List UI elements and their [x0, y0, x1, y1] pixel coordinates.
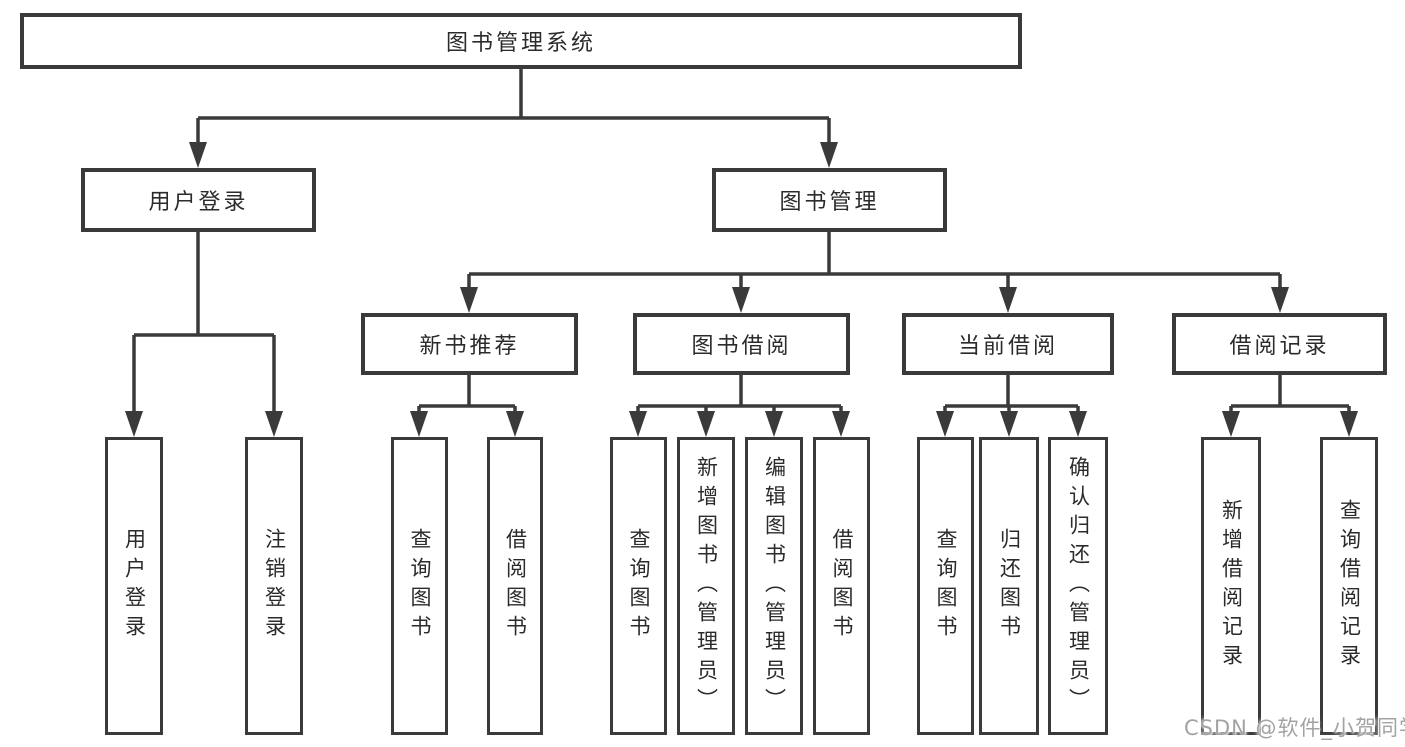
arrow-down-icon: [765, 411, 783, 437]
leaf-add-book-admin-label: 新增图书（管理员）: [694, 455, 719, 717]
connector-book-branch: [467, 232, 1282, 290]
leaf-edit-book-admin: 编辑图书（管理员）: [745, 437, 803, 735]
leaf-confirm-return-admin-label: 确认归还（管理员）: [1066, 455, 1091, 717]
leaf-borrow-book: 借阅图书: [813, 437, 870, 735]
arrow-down-icon: [410, 411, 428, 437]
leaf-query-books-rec: 查询图书: [391, 437, 448, 735]
arrow-down-icon: [506, 411, 524, 437]
leaf-edit-book-admin-label: 编辑图书（管理员）: [762, 455, 787, 717]
leaf-add-borrow-record: 新增借阅记录: [1201, 437, 1261, 735]
leaf-add-book-admin: 新增图书（管理员）: [677, 437, 735, 735]
leaf-user-login-label: 用户登录: [122, 528, 147, 644]
arrow-down-icon: [732, 287, 750, 313]
arrow-down-icon: [1000, 411, 1018, 437]
node-book-mgmt-branch: 图书管理: [712, 168, 947, 232]
leaf-query-books-borrow: 查询图书: [610, 437, 667, 735]
csdn-watermark: CSDN @软件_小贺同学: [1184, 716, 1405, 740]
leaf-return-book-label: 归还图书: [997, 528, 1022, 644]
leaf-query-books-rec-label: 查询图书: [408, 528, 432, 644]
arrowheads: [125, 142, 1358, 437]
arrow-down-icon: [125, 411, 143, 437]
node-current-borrow: 当前借阅: [902, 313, 1114, 375]
leaf-borrow-book-label: 借阅图书: [830, 528, 854, 644]
node-current-borrow-label: 当前借阅: [957, 334, 1058, 359]
connector-book-borrow: [636, 375, 843, 414]
leaf-add-borrow-record-label: 新增借阅记录: [1219, 499, 1244, 673]
node-borrow-records-label: 借阅记录: [1229, 334, 1330, 359]
connector-user-branch: [132, 232, 276, 414]
arrow-down-icon: [1271, 287, 1289, 313]
node-new-book-rec: 新书推荐: [361, 313, 578, 375]
leaf-logout-label: 注销登录: [262, 528, 287, 644]
node-root: 图书管理系统: [20, 13, 1022, 69]
node-book-borrow-label: 图书借阅: [691, 334, 792, 359]
arrow-down-icon: [999, 287, 1017, 313]
arrow-down-icon: [697, 411, 715, 437]
leaf-user-login: 用户登录: [105, 437, 163, 735]
node-book-borrow: 图书借阅: [633, 313, 850, 375]
arrow-down-icon: [629, 411, 647, 437]
node-borrow-records: 借阅记录: [1172, 313, 1387, 375]
arrow-down-icon: [832, 411, 850, 437]
connector-borrow-record: [1229, 375, 1351, 414]
leaf-logout: 注销登录: [245, 437, 303, 735]
leaf-query-books-current-label: 查询图书: [934, 528, 958, 644]
leaf-borrow-book-rec: 借阅图书: [487, 437, 543, 735]
arrow-down-icon: [265, 411, 283, 437]
arrow-down-icon: [1222, 411, 1240, 437]
arrow-down-icon: [936, 411, 954, 437]
arrow-down-icon: [460, 287, 478, 313]
node-user-login-branch: 用户登录: [81, 168, 316, 232]
connector-current-borrow: [943, 375, 1080, 414]
node-book-mgmt-branch-label: 图书管理: [779, 190, 880, 215]
node-user-login-branch-label: 用户登录: [148, 190, 249, 215]
arrow-down-icon: [189, 142, 207, 168]
leaf-return-book: 归还图书: [979, 437, 1039, 735]
arrow-down-icon: [1069, 411, 1087, 437]
leaf-borrow-book-rec-label: 借阅图书: [503, 528, 528, 644]
leaf-confirm-return-admin: 确认归还（管理员）: [1048, 437, 1108, 735]
leaf-query-books-current: 查询图书: [917, 437, 974, 735]
leaf-query-borrow-record: 查询借阅记录: [1320, 437, 1378, 735]
node-new-book-rec-label: 新书推荐: [419, 334, 520, 359]
leaf-query-books-borrow-label: 查询图书: [627, 528, 651, 644]
node-root-label: 图书管理系统: [445, 31, 596, 56]
connector-new-book: [417, 375, 517, 414]
arrow-down-icon: [1340, 411, 1358, 437]
leaf-query-borrow-record-label: 查询借阅记录: [1337, 499, 1362, 673]
arrow-down-icon: [820, 142, 838, 168]
connector-root: [196, 69, 831, 145]
